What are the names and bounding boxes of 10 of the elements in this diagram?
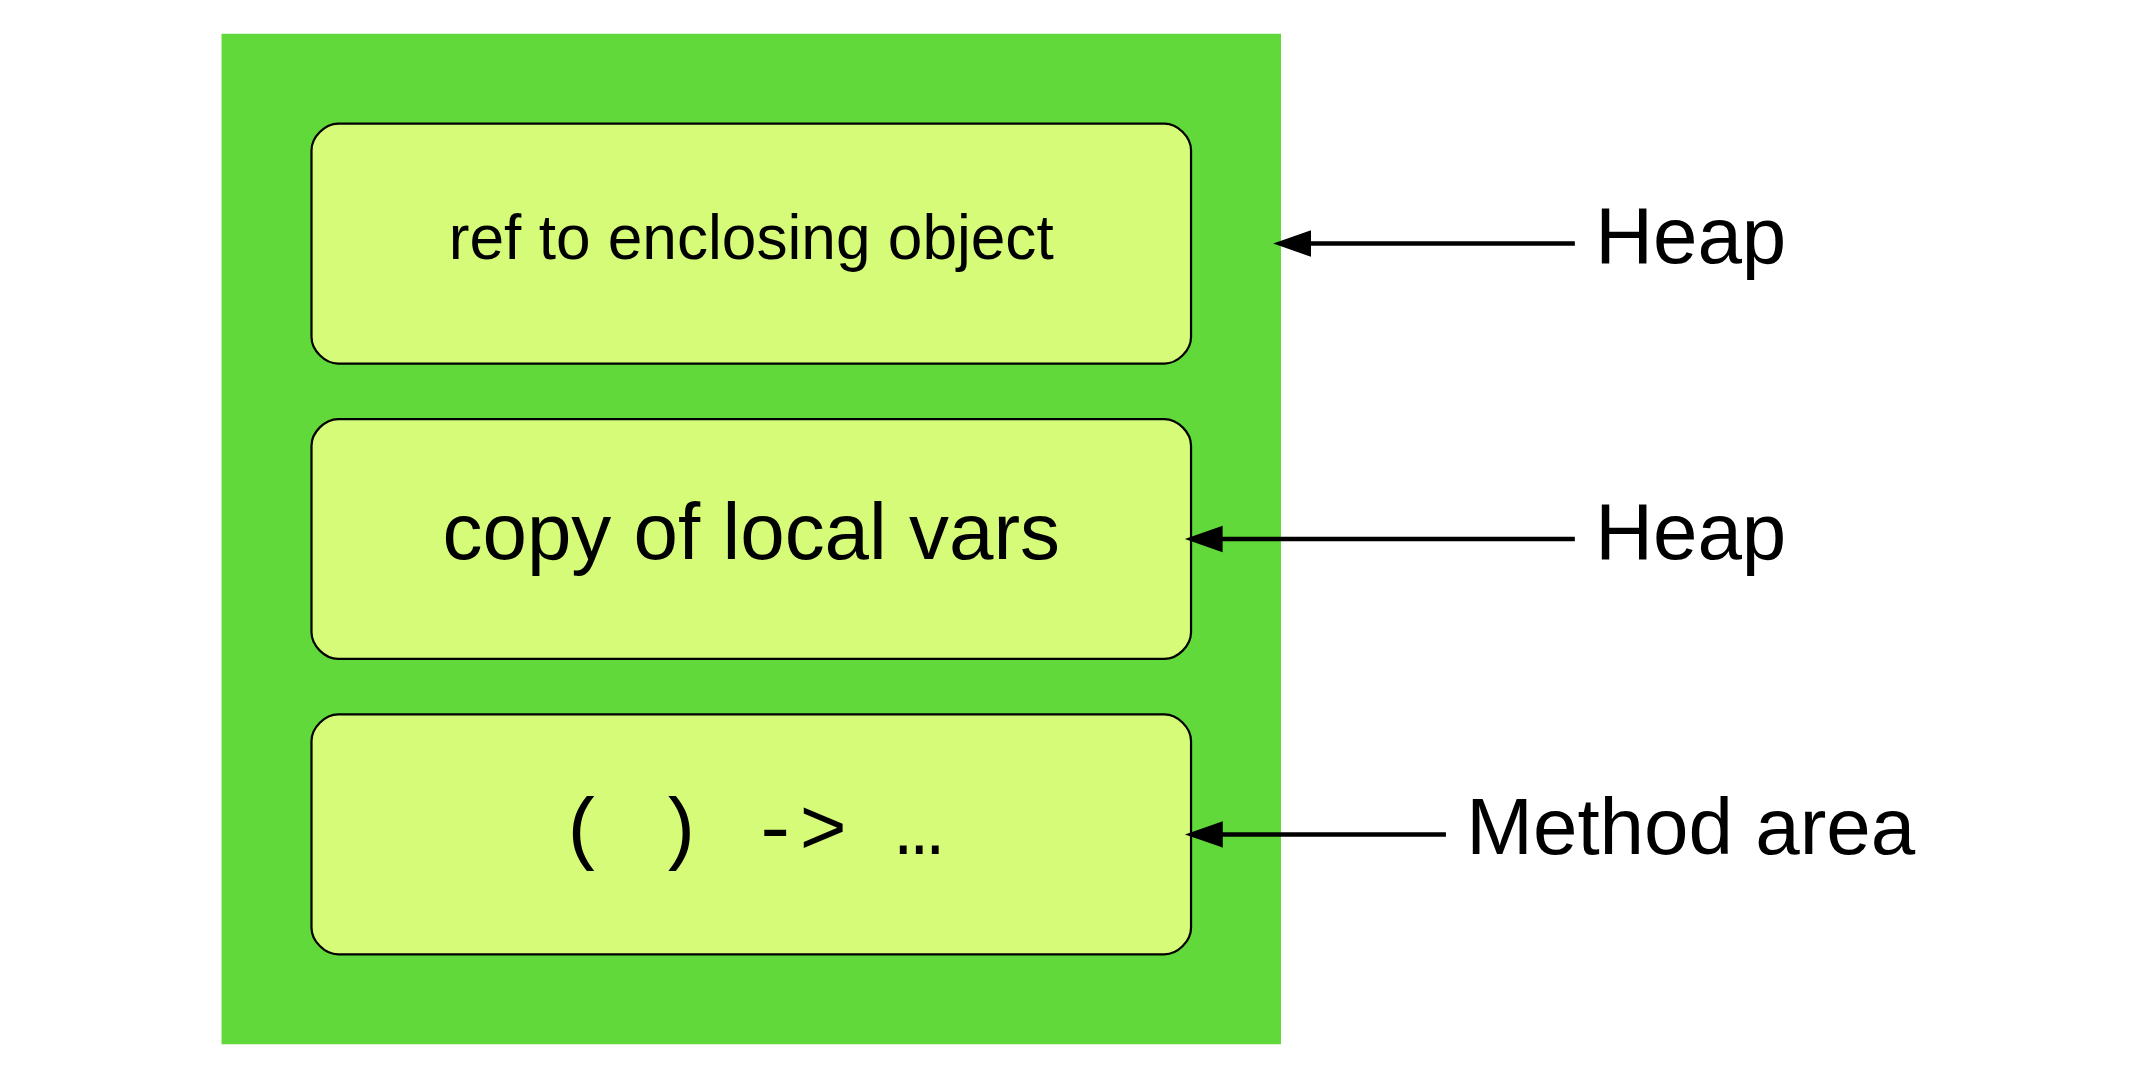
node-box: ref to enclosing object [310,122,1193,365]
node-text: Heap [1595,191,1787,281]
arrow [1184,821,1446,848]
cluster [221,33,1281,1045]
arrow [1273,230,1575,257]
node-box: ( ) -> … [310,713,1193,956]
node-box: copy of local vars [310,417,1193,661]
arrow [1184,525,1575,553]
node-text: Heap [1595,486,1787,576]
node-text: Method area [1466,781,1916,871]
